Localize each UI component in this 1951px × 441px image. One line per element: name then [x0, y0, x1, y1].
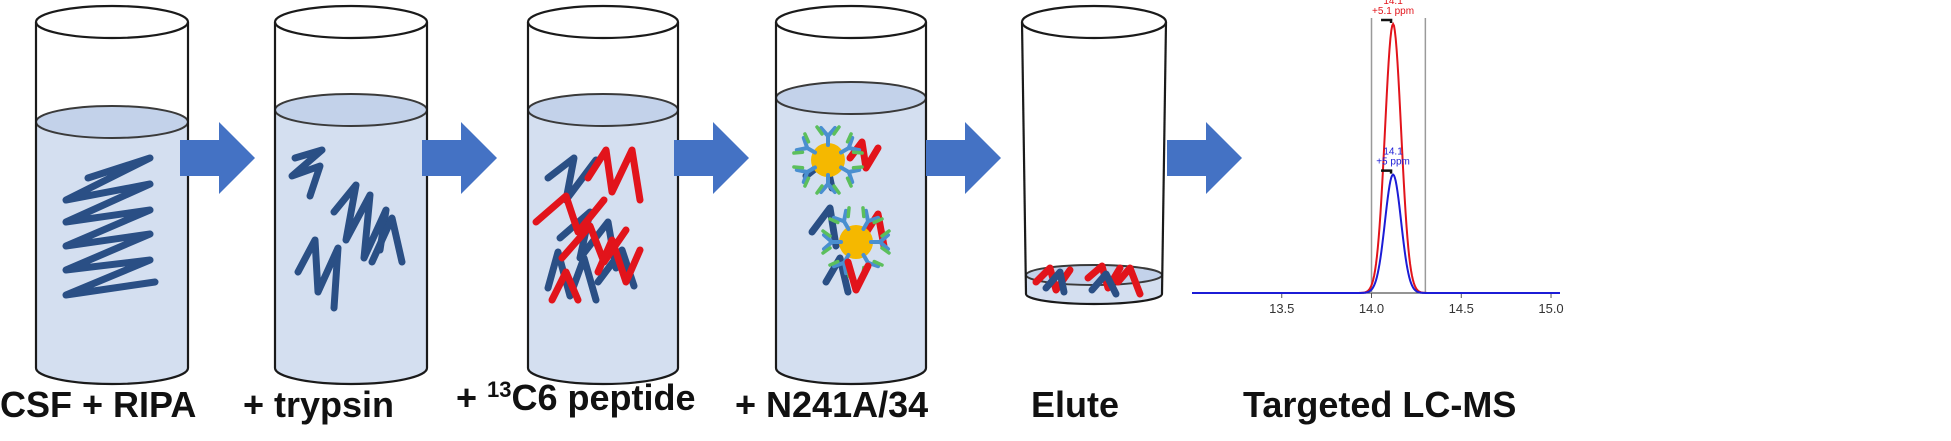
peptide-fragment [288, 146, 326, 200]
arrow-2 [422, 122, 497, 194]
arrow-3 [674, 122, 749, 194]
label-suffix: C6 peptide [511, 377, 696, 418]
tube-n241a-34 [774, 4, 928, 386]
arrow-4 [926, 122, 1001, 194]
isotope-superscript: 13 [487, 377, 512, 402]
peak-annotation: +5.1 ppm [1372, 6, 1414, 17]
label-prefix: + [456, 377, 488, 418]
peak-annotation: +5 ppm [1376, 157, 1410, 168]
x-tick-label: 13.5 [1269, 301, 1294, 316]
tube-13c6-peptide [526, 4, 680, 386]
folded-protein [62, 154, 159, 299]
peak-annotation: 14.1 [1383, 0, 1403, 7]
series-line [1192, 173, 1560, 294]
tube-csf-ripa [34, 4, 190, 386]
step-label-elute: Elute [1031, 384, 1120, 425]
step-label-13c6-peptide: + 13C6 peptide [456, 377, 696, 419]
step-label-trypsin: + trypsin [243, 384, 395, 425]
step-label-n241a-34: + N241A/34 [735, 384, 929, 425]
tube-trypsin [273, 4, 429, 386]
x-tick-label: 14.5 [1449, 301, 1474, 316]
x-tick-label: 15.0 [1538, 301, 1563, 316]
peak-annotation: 14.1 [1383, 147, 1403, 158]
x-tick-label: 14.0 [1359, 301, 1384, 316]
peptide-fragment [294, 236, 342, 312]
peptide-fragment [368, 214, 406, 266]
peak-marker [1381, 18, 1393, 23]
peptide-fragment [330, 181, 390, 262]
step-label-targeted-lc-ms: Targeted LC-MS [1243, 384, 1517, 425]
step-label-csf-ripa: CSF + RIPA [0, 384, 197, 425]
arrow-5 [1167, 122, 1242, 194]
antibody-bead-complex [821, 205, 891, 296]
antibody-bead-complex [791, 125, 882, 195]
arrow-1 [180, 122, 255, 194]
tube-elute [1020, 4, 1168, 306]
peak-marker [1381, 169, 1393, 174]
